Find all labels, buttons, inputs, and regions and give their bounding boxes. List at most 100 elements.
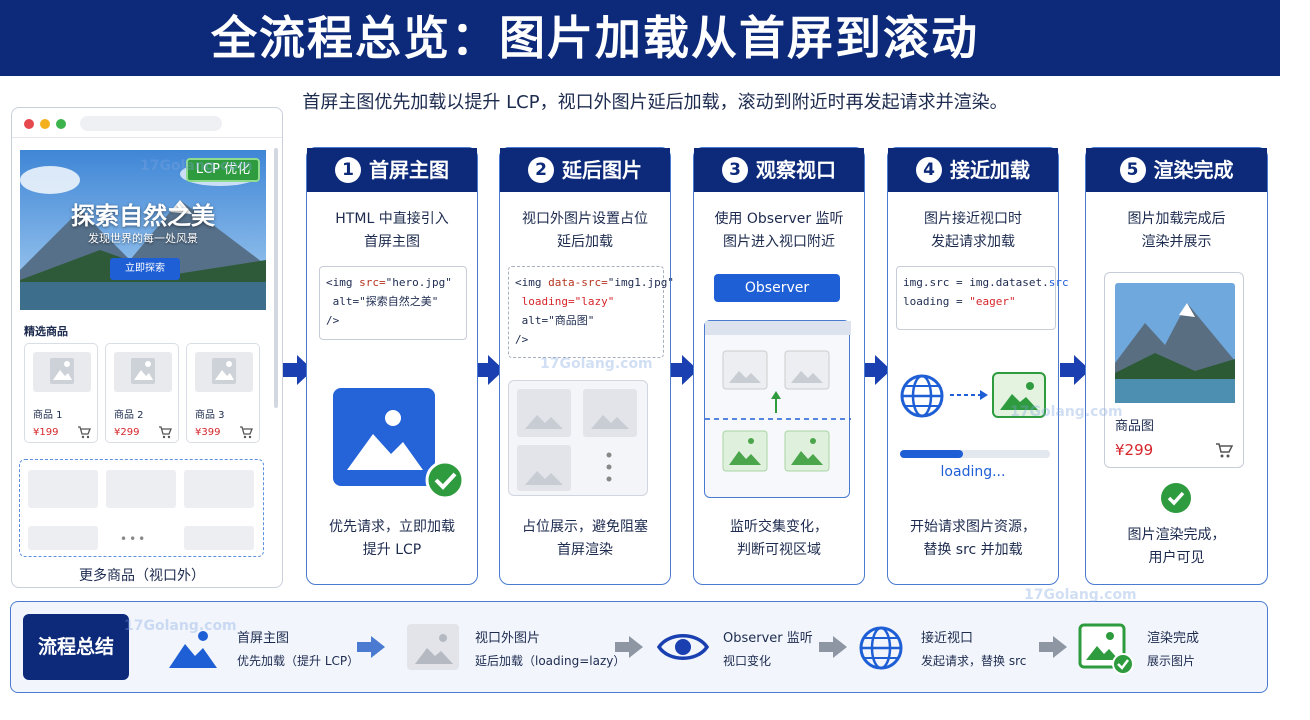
summary-item-title: 接近视口 bbox=[921, 631, 974, 646]
code-snippet: <img data-src="img1.jpg" loading="lazy" … bbox=[508, 266, 674, 358]
step-description: 使用 Observer 监听 图片进入视口附近 bbox=[714, 211, 844, 250]
cart-icon[interactable] bbox=[239, 424, 253, 443]
dashed-arrow-icon bbox=[950, 390, 988, 400]
minimize-dot-icon bbox=[40, 119, 50, 129]
product-price: ¥299 bbox=[1115, 441, 1154, 459]
code-token: <img bbox=[515, 276, 549, 289]
code-token: "img1.jpg" bbox=[607, 276, 674, 289]
arrow-right-icon bbox=[668, 355, 698, 385]
summary-item-title: 首屏主图 bbox=[237, 631, 290, 646]
offscreen-label: 更多商品（视口外） bbox=[79, 568, 205, 584]
summary-item-title: 视口外图片 bbox=[475, 631, 541, 646]
browser-mockup: LCP 优化 探索自然之美 发现世界的每一处风景 立即探索 精选商品 商品 1 … bbox=[11, 107, 283, 588]
hero-image bbox=[20, 150, 266, 310]
product-card[interactable]: 商品 1 ¥199 bbox=[24, 343, 98, 443]
page-subtitle: 首屏主图优先加载以提升 LCP，视口外图片延后加载，滚动到附近时再发起请求并渲染… bbox=[302, 92, 1008, 113]
summary-item-desc: 展示图片 bbox=[1147, 654, 1196, 668]
code-token: <img bbox=[326, 276, 360, 289]
watermark: 17Golang.com bbox=[1010, 404, 1123, 420]
hero-title: 探索自然之美 bbox=[71, 202, 215, 230]
cart-icon[interactable] bbox=[1215, 441, 1234, 463]
image-placeholder-icon bbox=[195, 352, 253, 392]
code-token: "hero.jpg" bbox=[385, 276, 452, 289]
viewport-illustration bbox=[704, 320, 851, 498]
lcp-badge: LCP 优化 bbox=[186, 158, 260, 182]
code-token: loading="lazy" bbox=[515, 295, 615, 308]
code-snippet: img.src = img.dataset.src loading = "eag… bbox=[896, 266, 1069, 330]
step-number: 1 bbox=[335, 157, 361, 183]
product-card[interactable]: 商品 2 ¥299 bbox=[105, 343, 179, 443]
watermark: 17Golang.com bbox=[1024, 587, 1137, 603]
product-card[interactable]: 商品 3 ¥399 bbox=[186, 343, 260, 443]
summary-item-title: 渲染完成 bbox=[1147, 631, 1200, 646]
product-price: ¥399 bbox=[195, 427, 221, 438]
summary-item: Observer 监听视口变化 bbox=[723, 628, 813, 672]
image-check-icon bbox=[1078, 623, 1134, 675]
arrow-right-icon bbox=[1060, 355, 1090, 385]
mountain-photo bbox=[1115, 283, 1235, 403]
summary-item-title: Observer 监听 bbox=[723, 631, 813, 646]
summary-item: 视口外图片延后加载（loading=lazy） bbox=[475, 628, 625, 672]
arrow-right-icon bbox=[283, 355, 313, 385]
globe-icon bbox=[898, 372, 946, 424]
address-bar[interactable] bbox=[80, 116, 222, 131]
step-number: 5 bbox=[1119, 157, 1146, 183]
step-description: 图片接近视口时 发起请求加载 bbox=[924, 211, 1022, 250]
image-placeholder-icon bbox=[114, 352, 172, 392]
arrow-right-icon bbox=[474, 355, 504, 385]
hero-subtitle: 发现世界的每一处风景 bbox=[88, 232, 198, 245]
product-name: 商品 2 bbox=[114, 410, 144, 421]
close-dot-icon bbox=[24, 119, 34, 129]
product-name: 商品 3 bbox=[195, 410, 225, 421]
step-description: 图片加载完成后 渲染并展示 bbox=[1127, 211, 1226, 250]
code-token: /> bbox=[326, 314, 340, 327]
step-footnote: 开始请求图片资源， 替换 src 并加载 bbox=[910, 519, 1036, 558]
cart-icon[interactable] bbox=[77, 424, 91, 443]
step-number: 3 bbox=[722, 157, 748, 183]
cart-icon[interactable] bbox=[158, 424, 172, 443]
arrow-right-icon bbox=[615, 636, 643, 658]
image-placeholder-icon bbox=[106, 470, 176, 508]
image-placeholder-icon bbox=[33, 352, 91, 392]
observer-label: Observer bbox=[714, 274, 840, 302]
step-footnote: 占位展示，避免阻塞 首屏渲染 bbox=[522, 519, 648, 558]
mountain-icon bbox=[169, 631, 217, 668]
check-circle-icon bbox=[1161, 483, 1191, 513]
explore-button[interactable]: 立即探索 bbox=[110, 258, 180, 280]
image-placeholder-icon bbox=[184, 526, 254, 550]
image-placeholder-icon bbox=[407, 624, 459, 670]
summary-item-desc: 延后加载（loading=lazy） bbox=[475, 654, 626, 668]
page-title: 全流程总览：图片加载从首屏到滚动 bbox=[211, 11, 979, 65]
code-token: img.src = img.dataset. bbox=[903, 276, 1049, 289]
browser-toolbar bbox=[12, 108, 282, 138]
product-price: ¥199 bbox=[33, 427, 59, 438]
summary-item: 渲染完成展示图片 bbox=[1147, 628, 1199, 672]
watermark: 17Golang.com bbox=[140, 158, 253, 174]
loading-text: loading... bbox=[940, 464, 1006, 480]
image-icon bbox=[333, 388, 465, 504]
step-number: 2 bbox=[528, 157, 554, 183]
code-snippet: <img src="hero.jpg" alt="探索自然之美" /> bbox=[319, 266, 467, 340]
more-dots: ••• bbox=[120, 532, 148, 546]
summary-item-desc: 发起请求，替换 src bbox=[921, 654, 1027, 668]
arrow-right-icon bbox=[357, 636, 385, 658]
step-footnote: 优先请求，立即加载 提升 LCP bbox=[329, 519, 455, 558]
image-placeholder-icon bbox=[184, 470, 254, 508]
summary-item-desc: 优先加载（提升 LCP） bbox=[237, 654, 360, 668]
summary-item: 接近视口发起请求，替换 src bbox=[921, 628, 1026, 672]
scrollbar[interactable] bbox=[274, 148, 278, 408]
step-title: 接近加载 bbox=[950, 158, 1030, 182]
code-token: alt="探索自然之美" bbox=[326, 295, 439, 308]
product-name: 商品图 bbox=[1115, 419, 1155, 434]
code-token: "eager" bbox=[969, 295, 1016, 308]
globe-icon bbox=[859, 626, 903, 670]
step-description: 视口外图片设置占位 延后加载 bbox=[522, 211, 648, 250]
summary-item-desc: 视口变化 bbox=[723, 654, 772, 668]
arrow-right-icon bbox=[819, 636, 847, 658]
